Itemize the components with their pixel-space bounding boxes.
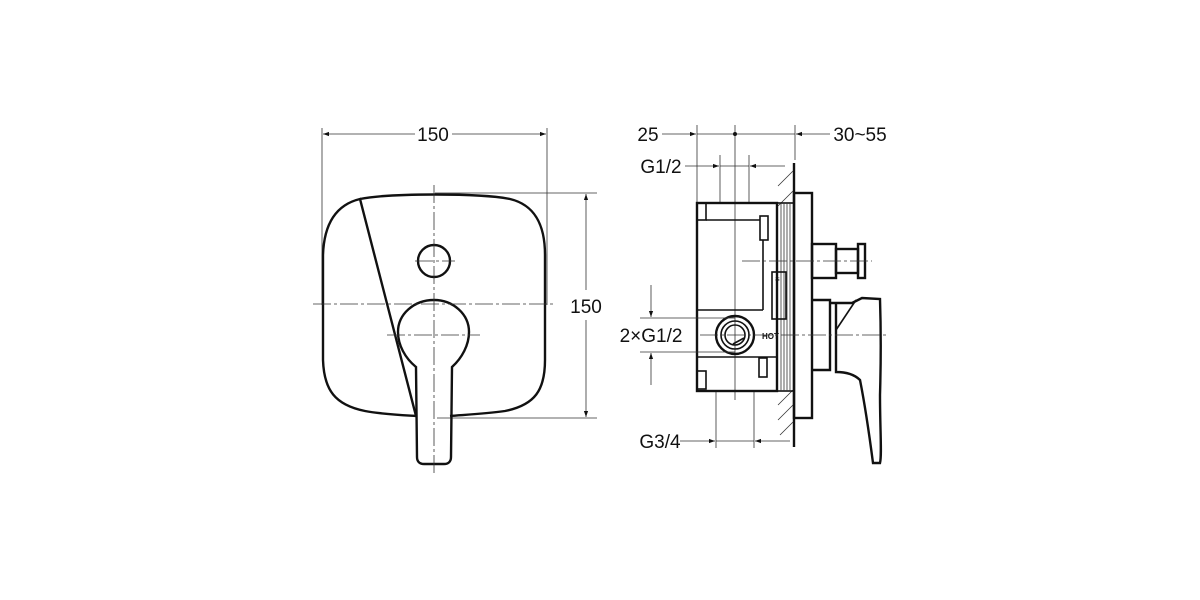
width-dimension: 150 [323, 125, 546, 146]
inlet-threads-dimension: 2×G1/2 [620, 285, 735, 385]
depth-dimension-left-label: 25 [637, 125, 658, 146]
cover-plate [321, 193, 547, 418]
bottom-outlet-thread-dimension: G3/4 [639, 392, 790, 453]
lever-side [812, 296, 883, 465]
bottom-outlet-thread-label: G3/4 [639, 432, 681, 453]
top-outlet-thread-label: G1/2 [640, 157, 681, 178]
depth-dimension: 25 30~55 [637, 125, 886, 146]
height-dimension-label: 150 [570, 297, 602, 318]
side-view: 25 30~55 G1/2 [620, 125, 888, 465]
lever-handle [396, 298, 471, 466]
top-outlet-thread-dimension: G1/2 [640, 157, 785, 178]
depth-dimension-right-label: 30~55 [833, 125, 886, 146]
valve-body: ≡ [695, 201, 795, 393]
width-dimension-label: 150 [417, 125, 449, 146]
inlet-threads-label: 2×G1/2 [620, 326, 683, 347]
hot-label: HOT [762, 332, 779, 341]
cover-plate-side [792, 191, 814, 420]
front-view: 150 150 [313, 125, 602, 475]
body-marking: ≡ [775, 275, 780, 284]
height-dimension: 150 [570, 194, 602, 417]
